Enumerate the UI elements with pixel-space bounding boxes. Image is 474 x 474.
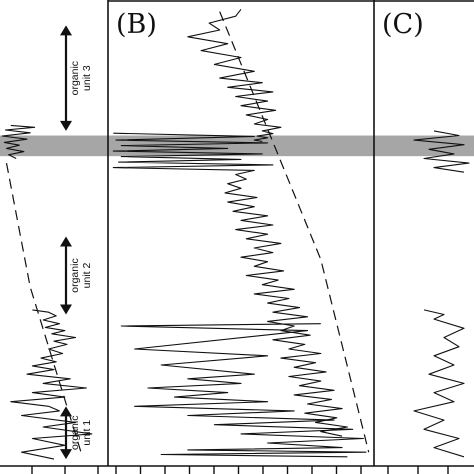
panel-B-trace-1 — [187, 8, 282, 143]
annotation-text: unit 3 — [81, 65, 93, 91]
panel-C-label: (C) — [382, 9, 424, 40]
panel-C-trace-1 — [413, 130, 470, 173]
panel-A-trace-2 — [10, 309, 93, 460]
panel-C-trace-2 — [413, 309, 465, 458]
panel-B-label: (B) — [116, 9, 157, 40]
panel-B-trace-3 — [120, 323, 367, 458]
annotation-text: organic — [69, 415, 81, 449]
annotation-arrowhead-down — [60, 304, 72, 315]
annotation-arrowhead-down — [60, 449, 72, 460]
annotation-arrowhead-down — [60, 120, 72, 131]
annotation-text: unit 1 — [81, 420, 93, 446]
panel-B-trend-line — [219, 11, 370, 453]
annotation-text: unit 2 — [81, 263, 93, 289]
annotation-arrowhead-up — [60, 236, 72, 247]
panel-A-trace-1 — [1, 124, 36, 159]
annotation-arrowhead-up — [60, 406, 72, 417]
annotation-arrowhead-up — [60, 25, 72, 36]
annotation-text: organic — [69, 258, 81, 292]
annotation-text: organic — [69, 61, 81, 95]
panel-A-trend-line — [5, 162, 82, 453]
panel-B-trace-2 — [112, 132, 348, 437]
